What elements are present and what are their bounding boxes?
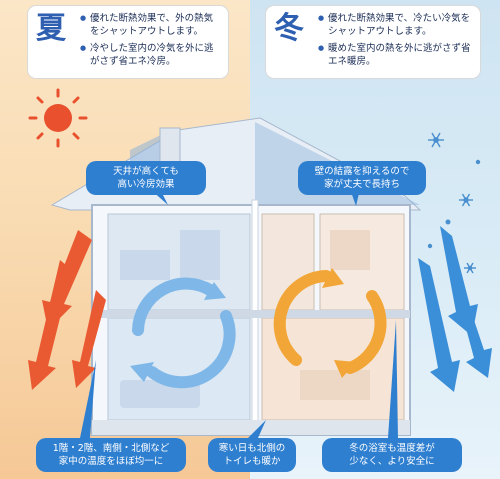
callout-text: 壁の結露を抑えるので 家が丈夫で長持ち [314, 166, 410, 190]
warm-air-cycle-icon [273, 270, 387, 374]
callout-uniform-temperature: 1階・2階、南側・北側など 家中の温度をほぼ均一に [36, 438, 186, 472]
summer-info-box: 夏 優れた断熱効果で、外の熱気をシャットアウトします。 冷やした室内の冷気を外に… [28, 6, 228, 78]
callout-text: 天井が高くても 高い冷房効果 [113, 166, 179, 190]
callout-safe-bathroom: 冬の浴室も温度差が 少なく、より安全に [322, 438, 462, 472]
callout-condensation: 壁の結露を抑えるので 家が丈夫で長持ち [298, 161, 426, 195]
winter-point-2: 暖めた室内の熱を外に逃がさず省エネ暖房。 [318, 42, 474, 68]
cool-air-cycle-icon [132, 277, 236, 389]
sun-icon [28, 88, 88, 148]
summer-title: 夏 [36, 11, 66, 46]
callout-text: 冬の浴室も温度差が 少なく、より安全に [349, 443, 435, 467]
callout-warm-toilet: 寒い日も北側の トイレも暖か [208, 438, 296, 472]
cold-arrow-icon [418, 226, 492, 392]
winter-info-box: 冬 優れた断熱効果で、冷たい冷気をシャットアウトします。 暖めた室内の熱を外に逃… [266, 6, 480, 78]
callout-high-ceiling-cooling: 天井が高くても 高い冷房効果 [86, 161, 206, 195]
summer-point-1: 優れた断熱効果で、外の熱気をシャットアウトします。 [80, 12, 222, 38]
summer-point-2: 冷やした室内の冷気を外に逃がさず省エネ冷房。 [80, 42, 222, 68]
callout-text: 1階・2階、南側・北側など 家中の温度をほぼ均一に [52, 443, 170, 467]
callout-text: 寒い日も北側の トイレも暖か [218, 443, 286, 467]
winter-title: 冬 [274, 11, 304, 46]
heat-arrow-icon [28, 230, 106, 390]
winter-points: 優れた断熱効果で、冷たい冷気をシャットアウトします。 暖めた室内の熱を外に逃がさ… [318, 12, 474, 72]
winter-point-1: 優れた断熱効果で、冷たい冷気をシャットアウトします。 [318, 12, 474, 38]
summer-points: 優れた断熱効果で、外の熱気をシャットアウトします。 冷やした室内の冷気を外に逃が… [80, 12, 222, 72]
snowflake-icon [427, 132, 481, 274]
